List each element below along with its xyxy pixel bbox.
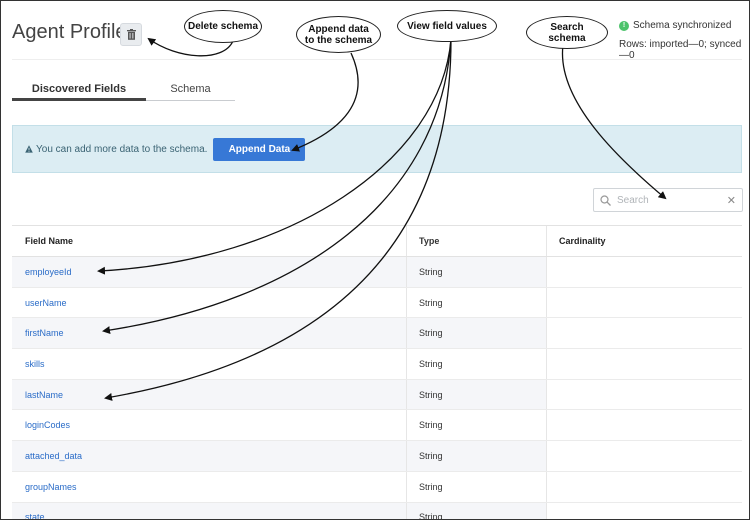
table-row: state String [12, 502, 742, 520]
field-type: String [406, 318, 546, 349]
field-cardinality [546, 257, 742, 287]
field-type: String [406, 287, 546, 318]
field-link[interactable]: employeeId [25, 266, 72, 277]
field-cardinality [546, 287, 742, 318]
table-row: firstName String [12, 318, 742, 350]
field-cardinality [546, 410, 742, 441]
callout-view-field-values: View field values [397, 10, 497, 42]
field-type: String [406, 349, 546, 379]
search-box: ✕ [593, 188, 743, 212]
search-icon [600, 194, 611, 206]
column-header-type[interactable]: Type [406, 226, 546, 256]
header-divider [12, 59, 742, 60]
field-cardinality [546, 379, 742, 410]
table-row: loginCodes String [12, 410, 742, 442]
callout-search-schema: Search schema [526, 16, 608, 49]
rows-summary: Rows: imported—0; synced—0 [619, 39, 742, 61]
field-cardinality [546, 349, 742, 379]
table-row: employeeId String [12, 257, 742, 288]
warning-icon [25, 145, 33, 153]
field-type: String [406, 471, 546, 502]
sync-status-text: Schema synchronized [633, 20, 732, 31]
field-cardinality [546, 502, 742, 519]
tab-bar: Discovered Fields Schema [12, 81, 235, 101]
field-cardinality [546, 441, 742, 471]
trash-icon [126, 29, 136, 40]
close-icon[interactable]: ✕ [726, 195, 736, 207]
check-circle-icon: ! [619, 20, 629, 31]
field-link[interactable]: attached_data [25, 450, 83, 461]
field-link[interactable]: loginCodes [25, 420, 71, 431]
column-header-cardinality[interactable]: Cardinality [546, 226, 742, 256]
table-header: Field Name Type Cardinality [12, 226, 742, 257]
field-cardinality [546, 471, 742, 502]
append-data-button[interactable]: Append Data [213, 137, 306, 161]
field-type: String [406, 441, 546, 471]
callout-append-data: Append data to the schema [296, 16, 381, 53]
banner-text: You can add more data to the schema. [36, 143, 208, 155]
info-banner: You can add more data to the schema. App… [12, 125, 742, 173]
field-type: String [406, 502, 546, 519]
field-link[interactable]: lastName [25, 389, 64, 400]
page-title: Agent Profile [12, 21, 127, 43]
field-link[interactable]: skills [25, 358, 45, 369]
field-link[interactable]: groupNames [25, 481, 77, 492]
tab-discovered-fields[interactable]: Discovered Fields [12, 81, 146, 101]
search-input[interactable] [617, 194, 717, 206]
arrow-search [561, 44, 667, 200]
fields-table: Field Name Type Cardinality employeeId S… [12, 225, 742, 520]
field-link[interactable]: firstName [25, 328, 64, 339]
field-link[interactable]: state [25, 512, 45, 520]
table-row: userName String [12, 287, 742, 319]
table-row: skills String [12, 349, 742, 380]
table-row: lastName String [12, 379, 742, 411]
delete-schema-button[interactable] [120, 23, 142, 46]
field-type: String [406, 410, 546, 441]
field-type: String [406, 379, 546, 410]
sync-status: ! Schema synchronized [619, 20, 731, 31]
table-row: groupNames String [12, 471, 742, 503]
table-row: attached_data String [12, 441, 742, 472]
field-link[interactable]: userName [25, 297, 67, 308]
callout-delete-schema: Delete schema [184, 10, 262, 43]
field-cardinality [546, 318, 742, 349]
column-header-field-name[interactable]: Field Name [25, 236, 74, 246]
tab-schema[interactable]: Schema [170, 83, 211, 95]
field-type: String [406, 257, 546, 287]
